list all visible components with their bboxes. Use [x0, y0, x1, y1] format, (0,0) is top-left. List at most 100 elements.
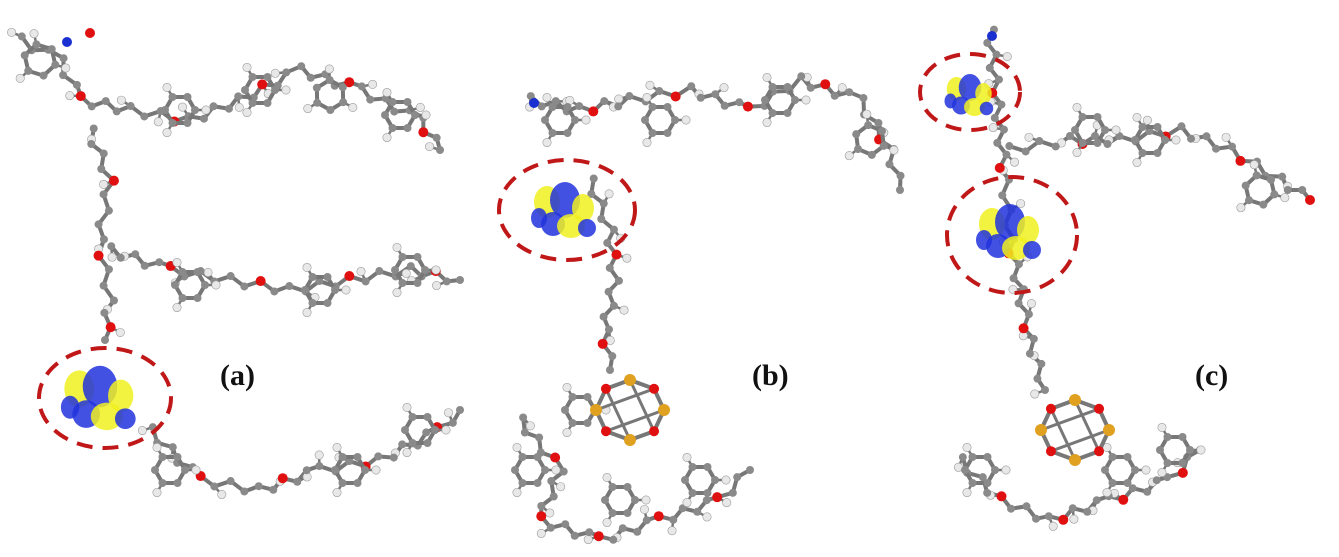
carbon-atom — [323, 273, 332, 282]
hydrogen-atom — [201, 105, 211, 115]
silicon-atom — [624, 434, 636, 446]
benzene-ring — [161, 82, 211, 138]
carbon-atom — [1083, 507, 1092, 516]
carbon-atom — [688, 488, 697, 497]
carbon-atom — [585, 528, 594, 537]
highlight-ring — [918, 52, 1022, 132]
oxygen-atom — [588, 106, 599, 117]
carbon-atom — [958, 453, 967, 462]
hydrogen-atom — [341, 285, 351, 295]
hydrogen-atom — [1132, 112, 1142, 122]
molecular-orbital-lobes — [976, 204, 1041, 260]
hydrogen-atom — [551, 465, 561, 475]
benzene-ring — [331, 442, 381, 498]
carbon-atom — [421, 266, 429, 274]
carbon-atom — [1108, 453, 1117, 462]
carbon-atom — [830, 91, 839, 100]
hydrogen-atom — [1157, 422, 1167, 432]
carbon-atom — [696, 93, 705, 102]
carbon-atom — [563, 128, 572, 137]
carbon-atom — [331, 466, 339, 474]
hydrogen-atom — [332, 442, 342, 452]
carbon-atom — [301, 286, 309, 294]
carbon-atom — [126, 102, 135, 111]
carbon-atom — [201, 281, 209, 289]
carbon-atom — [59, 54, 68, 63]
carbon-atom — [1078, 113, 1087, 122]
hydrogen-atom — [29, 29, 39, 39]
carbon-atom — [994, 75, 1003, 84]
oxygen-atom — [418, 127, 429, 138]
carbon-atom — [877, 126, 886, 135]
carbon-atom — [733, 473, 742, 482]
carbon-atom — [1283, 185, 1292, 194]
hydrogen-atom — [622, 253, 632, 263]
carbon-atom — [783, 83, 792, 92]
carbon-atom — [968, 478, 977, 487]
hydrogen-atom — [1072, 102, 1082, 112]
carbon-atom — [537, 502, 546, 511]
hydrogen-atom — [421, 110, 431, 120]
hydrogen-atom — [762, 118, 772, 128]
silicon-atom — [590, 404, 602, 416]
carbon-atom — [978, 473, 987, 482]
carbon-atom — [520, 428, 529, 437]
hydrogen-atom — [583, 535, 593, 545]
panel-b — [497, 72, 905, 545]
carbon-atom — [1228, 142, 1237, 151]
hydrogen-atom — [536, 528, 546, 538]
carbon-atom — [353, 478, 362, 487]
carbon-atom — [140, 112, 149, 121]
carbon-atom — [99, 235, 108, 244]
carbon-atom — [411, 111, 419, 119]
carbon-atom — [413, 278, 422, 287]
carbon-atom — [997, 100, 1006, 109]
carbon-atom — [423, 438, 432, 447]
hydrogen-atom — [642, 92, 652, 102]
silicon-atom — [1035, 424, 1047, 436]
hydrogen-atom — [368, 79, 378, 89]
oxygen-atom — [742, 101, 753, 112]
hydrogen-atom — [604, 189, 614, 199]
carbon-atom — [388, 98, 397, 107]
hydrogen-atom — [512, 442, 522, 452]
carbon-atom — [570, 531, 579, 540]
carbon-atom — [285, 282, 294, 291]
carbon-atom — [879, 141, 888, 150]
bond — [604, 408, 666, 433]
carbon-atom — [703, 488, 712, 497]
hydrogen-atom — [15, 73, 25, 83]
hydrogen-atom — [988, 123, 998, 133]
carbon-atom — [308, 298, 317, 307]
carbon-atom — [1138, 148, 1147, 157]
hydrogen-atom — [1069, 514, 1079, 524]
carbon-atom — [112, 107, 121, 116]
oxygen-atom — [611, 249, 622, 260]
bond — [594, 387, 656, 412]
carbon-atom — [609, 225, 618, 234]
carbon-atom — [308, 273, 317, 282]
oxygen-atom — [1305, 195, 1315, 205]
carbon-atom — [604, 325, 613, 334]
oxygen-atom — [649, 426, 660, 437]
carbon-atom — [59, 71, 68, 80]
carbon-atom — [1244, 196, 1253, 205]
carbon-atom — [388, 123, 397, 132]
oxygen-atom — [85, 28, 95, 38]
carbon-atom — [1123, 453, 1132, 462]
carbon-atom — [199, 114, 208, 123]
hydrogen-atom — [177, 102, 187, 112]
carbon-atom — [1212, 144, 1221, 153]
carbon-atom — [599, 199, 608, 208]
hydrogen-atom — [962, 442, 972, 452]
carbon-atom — [101, 97, 110, 106]
carbon-atom — [331, 286, 339, 294]
carbon-atom — [1131, 136, 1139, 144]
hydrogen-atom — [1024, 132, 1034, 142]
carbon-atom — [599, 312, 608, 321]
oxygen-atom — [593, 531, 604, 542]
carbon-atom — [107, 242, 116, 251]
carbon-atom — [854, 145, 863, 154]
hydrogen-atom — [681, 115, 691, 125]
hydrogen-atom — [1102, 488, 1112, 498]
